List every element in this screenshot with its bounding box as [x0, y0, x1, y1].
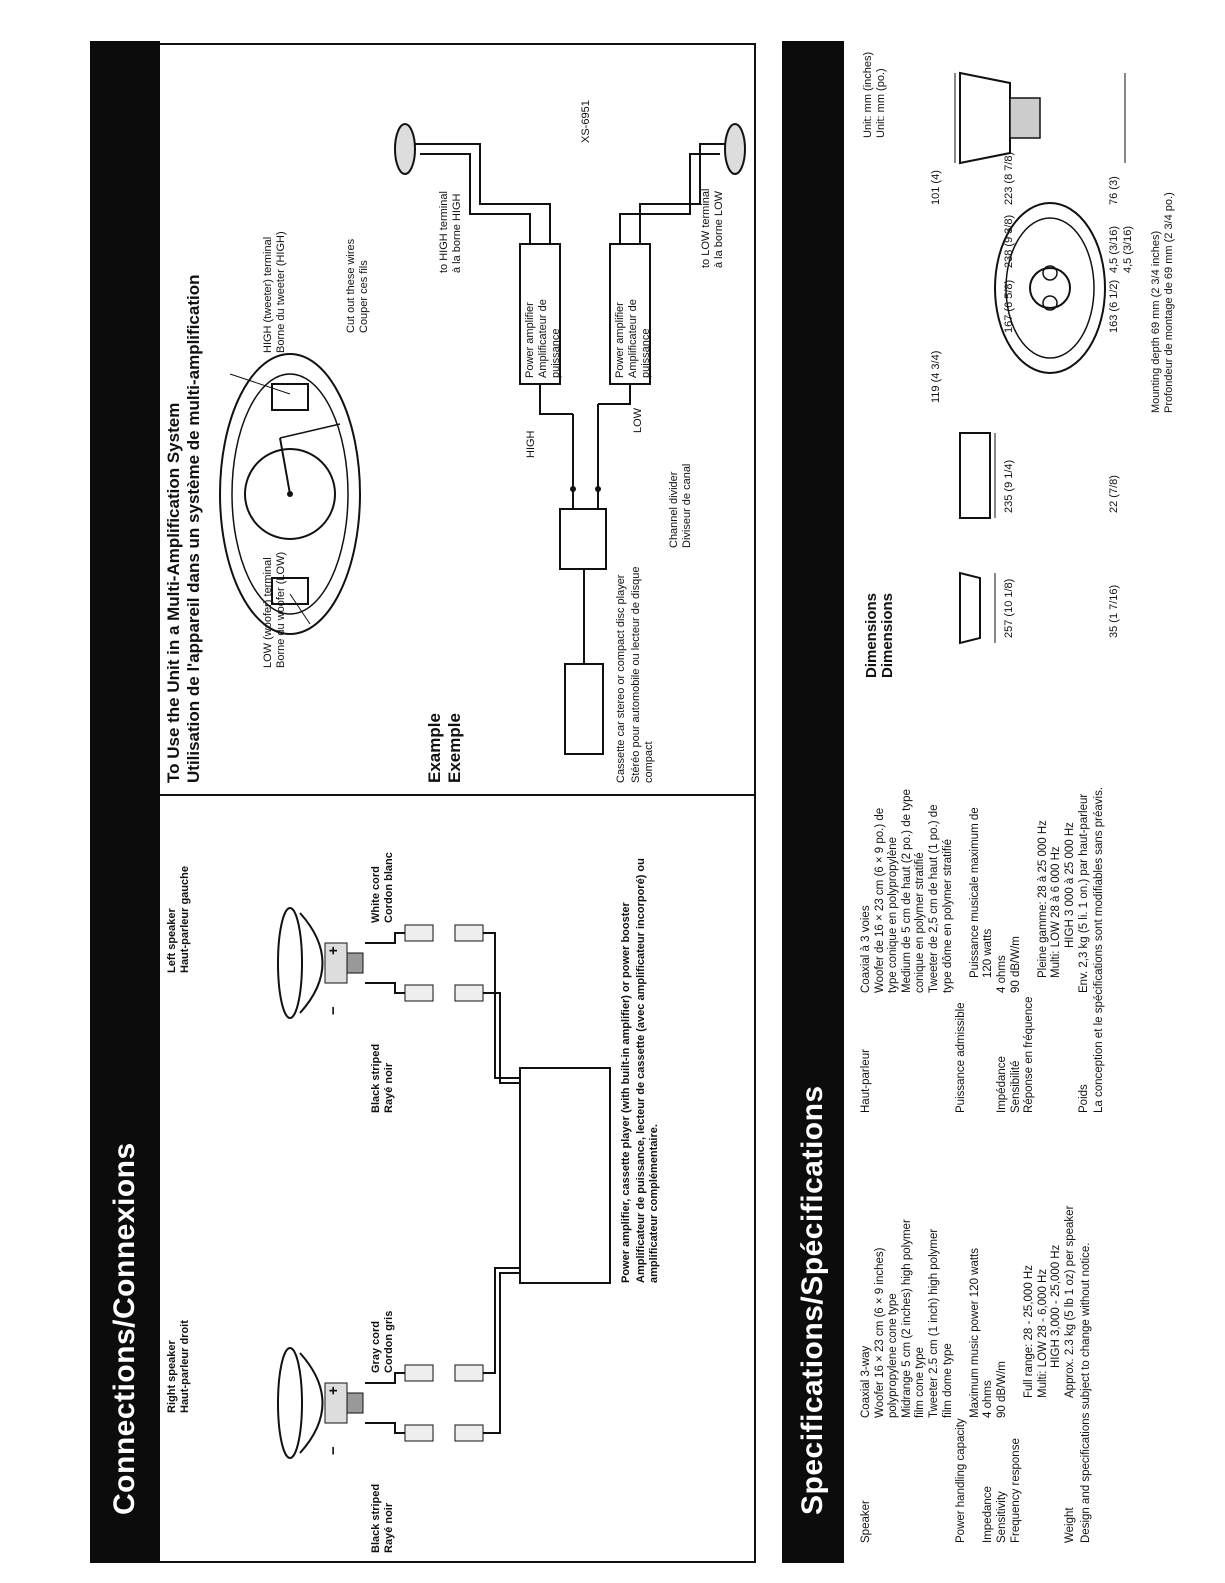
minus-icon: −	[325, 1006, 342, 1015]
channel-divider-box	[559, 508, 607, 570]
dimension-119: 119 (4 3/4)	[930, 350, 942, 403]
model-label: XS-6951	[580, 100, 592, 143]
multi-amp-diagram	[219, 123, 746, 755]
left-speaker-drawing	[277, 907, 364, 1019]
dimension-223: 223 (8 7/8)	[1003, 151, 1015, 205]
specs-french: Haut-parleur Coaxial à 3 voies Woofer de…	[860, 786, 1106, 1113]
plus-icon: +	[325, 946, 342, 955]
minus-icon: −	[325, 1446, 342, 1455]
connections-title: Connections/Connexions	[90, 41, 160, 1563]
dimension-22: 22 (7/8)	[1108, 475, 1120, 513]
dimension-35: 35 (1 7/16)	[1108, 584, 1120, 638]
source-box	[564, 663, 604, 755]
dimension-76: 76 (3)	[1108, 176, 1120, 205]
power-amplifier-box	[519, 1067, 611, 1284]
high-label: HIGH	[525, 430, 537, 459]
specifications-title: Specifications/Spécifications	[782, 41, 844, 1563]
source-label: Cassette car stereo or compact disc play…	[615, 566, 655, 783]
plus-icon: +	[325, 1386, 342, 1395]
specs-english: Speaker Coaxial 3-way Woofer 16 × 23 cm …	[860, 1205, 1092, 1543]
speaker-wiring-diagram	[277, 907, 611, 1459]
right-speaker-drawing	[277, 1347, 364, 1459]
low-label: LOW	[632, 407, 644, 433]
dimension-167: 167 (6 5/8)	[1003, 279, 1015, 333]
dimension-4-5-b: 4,5 (3/16)	[1122, 225, 1134, 273]
power-amp-description: Power amplifier, cassette player (with b…	[620, 858, 660, 1283]
unit-label: Unit: mm (inches)Unit: mm (po.)	[862, 51, 887, 138]
mounting-depth-note: Mounting depth 69 mm (2 3/4 inches) Prof…	[1150, 192, 1175, 413]
dimensions-drawing	[954, 71, 1126, 645]
dimension-235: 235 (9 1/4)	[1003, 459, 1015, 513]
high-power-amp-box	[519, 243, 561, 385]
dimension-163: 163 (6 1/2)	[1108, 279, 1120, 333]
oval-speaker-drawing	[219, 353, 361, 635]
dimension-101: 101 (4)	[930, 170, 942, 205]
low-power-amp-box	[609, 243, 651, 385]
dimension-4-5-a: 4,5 (3/16)	[1108, 225, 1120, 273]
dimension-238: 238 (9 3/8)	[1003, 214, 1015, 268]
dimension-257: 257 (10 1/8)	[1003, 578, 1015, 638]
